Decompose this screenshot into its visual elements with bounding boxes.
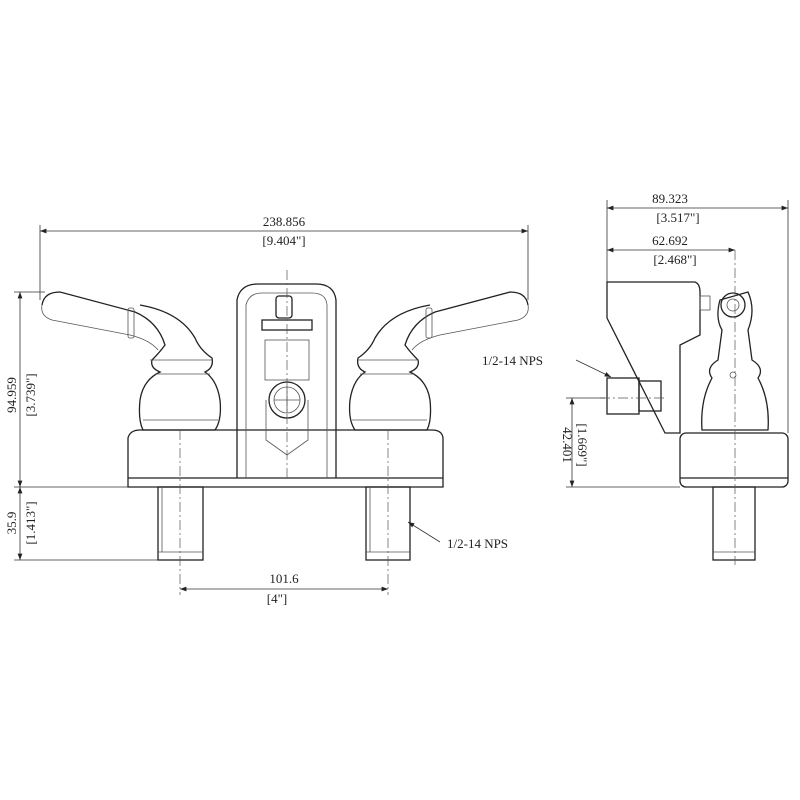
overall-width-metric: 238.856 (263, 214, 306, 229)
inlet-height-imperial: [1.669"] (575, 423, 590, 466)
center-spacing-imperial: [4"] (267, 591, 287, 606)
front-dimensions: 238.856 [9.404"] 94.959 [3.739"] 35.9 [1… (4, 214, 529, 606)
shank-thread-label: 1/2-14 NPS (447, 536, 508, 551)
spout-body (236, 283, 337, 478)
shank-length-metric: 35.9 (4, 512, 19, 535)
side-view (600, 250, 789, 565)
side-dimensions: 89.323 [3.517"] 62.692 [2.468"] 42.401 [… (482, 191, 789, 488)
inlet-thread-label: 1/2-14 NPS (482, 353, 543, 368)
faucet-base (127, 429, 444, 488)
overall-depth-metric: 89.323 (652, 191, 688, 206)
left-handle (41, 291, 222, 431)
center-depth-metric: 62.692 (652, 233, 688, 248)
side-base (679, 432, 789, 488)
body-height-metric: 94.959 (4, 377, 19, 413)
inlet-height-metric: 42.401 (560, 427, 575, 463)
right-handle (348, 291, 529, 431)
body-height-imperial: [3.739"] (23, 373, 38, 416)
center-spacing-metric: 101.6 (269, 571, 299, 586)
front-view (41, 270, 529, 595)
side-body (606, 281, 701, 434)
left-shank (157, 486, 204, 561)
overall-width-imperial: [9.404"] (262, 233, 305, 248)
center-depth-imperial: [2.468"] (653, 252, 696, 267)
overall-depth-imperial: [3.517"] (656, 210, 699, 225)
side-shank (712, 486, 756, 561)
side-handle (701, 291, 769, 431)
inlet-fitting (606, 377, 640, 415)
shank-length-imperial: [1.413"] (23, 501, 38, 544)
